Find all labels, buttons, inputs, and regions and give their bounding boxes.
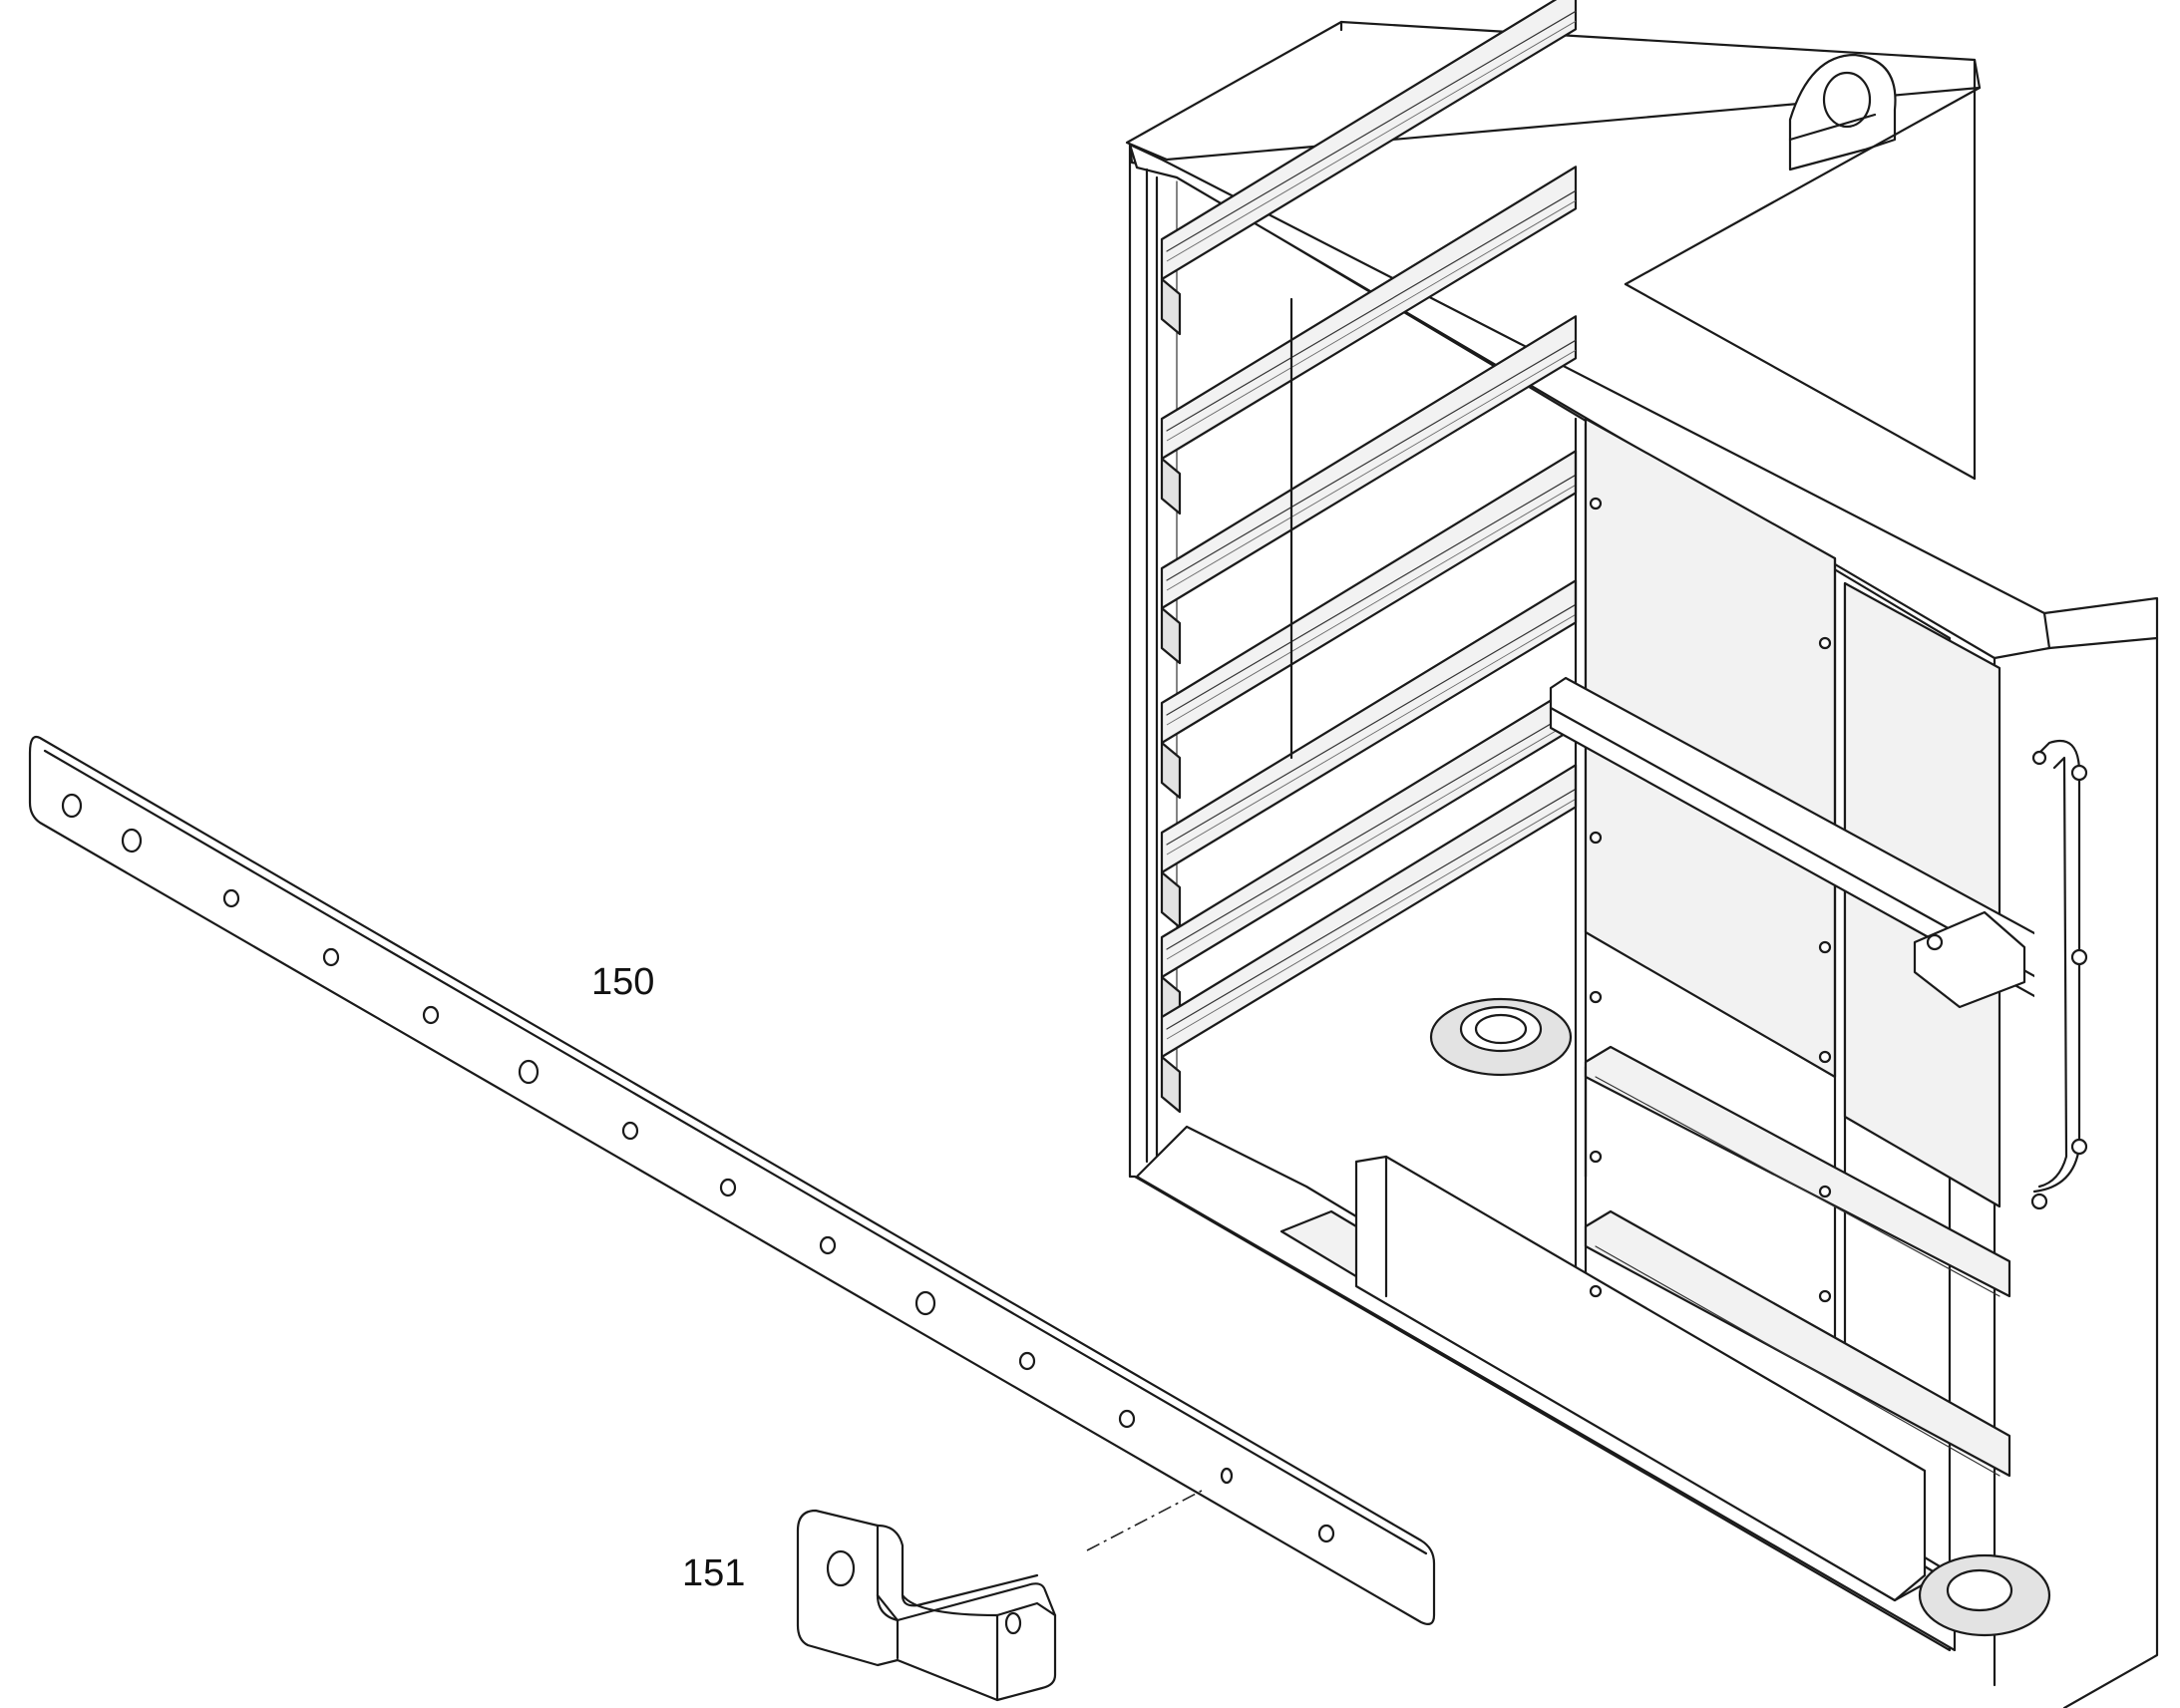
bar-hole [222,888,240,908]
louver-edge [1166,474,1577,716]
part-151-z-bracket [796,1509,1057,1702]
bar-hole [121,828,143,854]
louver-edge [1166,603,1577,846]
bar-hole [1018,1351,1036,1371]
louver-lip [1160,741,1182,800]
louver-edge [1166,613,1577,855]
panel-screw [1818,1289,1832,1303]
louver-shelf [1160,0,1578,281]
panel-screw [1818,636,1832,650]
bar-hole [1317,1524,1335,1543]
lifting-lug [1788,53,1897,171]
bar-hole [518,1059,540,1085]
bar-hole [719,1178,737,1197]
louver-edge [1166,10,1577,252]
callout-151: 151 [682,1552,745,1594]
cabinet-top-flange [1125,20,1982,162]
louver-shelves [1160,0,1578,1114]
bar-hole [422,1005,440,1025]
louver-edge [1166,708,1577,950]
bar-holes [61,793,1335,1543]
louver-edge [1166,339,1577,581]
lower-rail-1 [1584,1045,2011,1298]
panel-screw [1589,831,1603,845]
bar-hole [322,947,340,967]
lower-rail-2 [1584,1209,2011,1478]
part-150-flat-bar [28,735,1436,1625]
bar-hole [819,1235,837,1255]
bar-hole [914,1290,936,1316]
louver-edge [1166,349,1577,591]
bar-hole [61,793,83,819]
alignment-dash-line [1086,1490,1203,1551]
bar-hole [1220,1467,1234,1485]
panel-screw [1818,1050,1832,1064]
louver-edge [1166,199,1577,442]
panel-screw [1589,1284,1603,1298]
side-handle [2030,740,2088,1210]
cabinet-top-edge [1128,143,2051,660]
louver-edge [1166,798,1577,1040]
panel-screw [1589,990,1603,1004]
louver-lip [1160,1055,1182,1114]
callout-150: 150 [591,961,654,1003]
louver-edge [1166,189,1577,432]
cabinet-assembly [1125,0,2159,1708]
panel-screw [1589,497,1603,511]
panel-screw [1818,940,1832,954]
bar-hole [1118,1409,1136,1429]
louver-lip [1160,457,1182,515]
louver-edge [1166,718,1577,960]
louver-edge [1166,20,1577,262]
louver-lip [1160,277,1182,336]
bar-hole [621,1121,639,1141]
louver-lip [1160,606,1182,665]
floor-drain-left [1429,997,1573,1077]
floor-drain-right [1918,1553,2051,1637]
panel-screw [1589,1150,1603,1164]
panel-screw [1818,1185,1832,1198]
louver-edge [1166,788,1577,1030]
louver-edge [1166,484,1577,726]
